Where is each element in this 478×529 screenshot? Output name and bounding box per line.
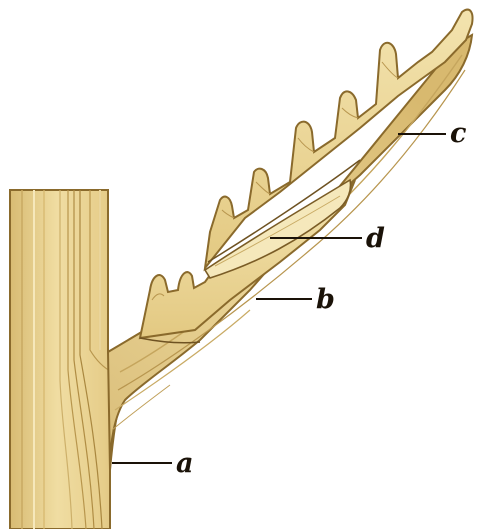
upper-crest bbox=[205, 10, 473, 268]
label-d: d bbox=[366, 223, 385, 254]
label-a-group: a bbox=[112, 448, 194, 479]
label-c: c bbox=[450, 118, 466, 149]
label-a: a bbox=[176, 448, 194, 479]
label-b: b bbox=[316, 284, 335, 315]
label-b-group: b bbox=[256, 284, 335, 315]
